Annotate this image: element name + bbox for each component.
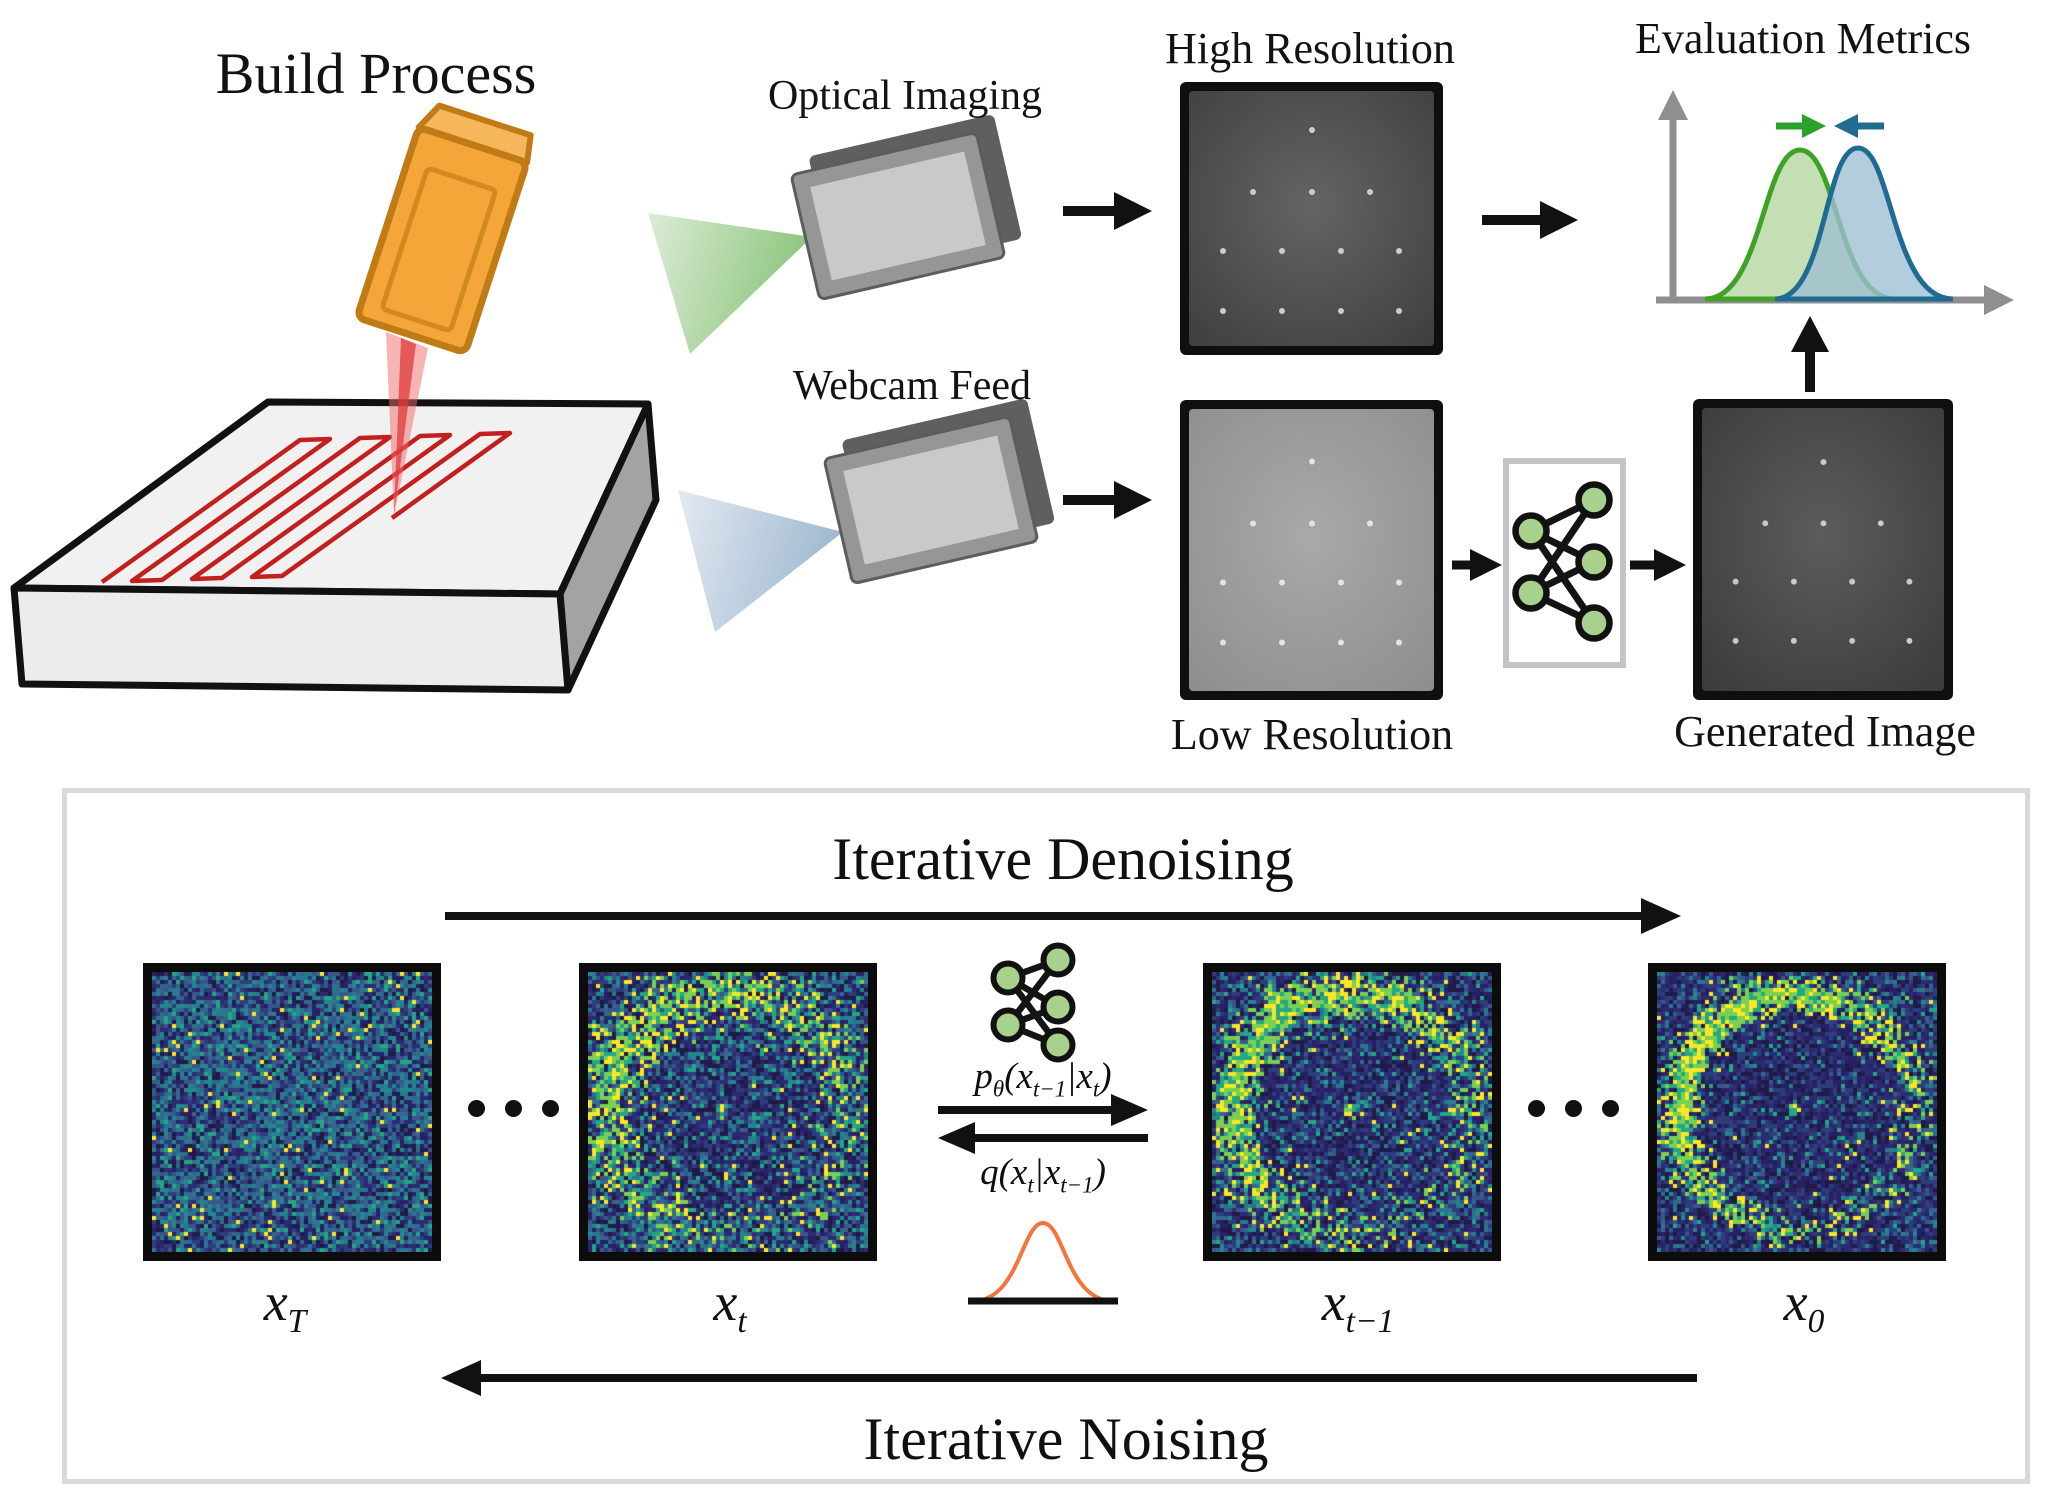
high-resolution-image (1180, 82, 1443, 355)
webcam-camera-icon (821, 398, 1059, 584)
noising-arrow (441, 1360, 1697, 1396)
build-process-label: Build Process (216, 44, 537, 105)
ellipsis-dot (1528, 1100, 1545, 1117)
arrow-nn-to-generated (1630, 549, 1686, 581)
arrow-lowres-to-nn (1452, 549, 1502, 581)
ellipsis-dot (1602, 1100, 1619, 1117)
diffusion-image-xt (579, 963, 877, 1261)
denoising-arrow (445, 898, 1681, 934)
diffusion-image-xt-1 (1203, 963, 1501, 1261)
diffusion-panel: Iterative Denoising (62, 788, 2030, 1484)
low-resolution-label: Low Resolution (1171, 712, 1453, 758)
webcam-feed-label: Webcam Feed (793, 364, 1031, 408)
high-resolution-label: High Resolution (1165, 26, 1455, 72)
state-label-xt-1: xt−1 (1322, 1271, 1395, 1341)
low-resolution-image (1180, 400, 1443, 700)
metrics-plot (1656, 90, 2014, 315)
state-label-x0: x0 (1784, 1271, 1825, 1341)
optical-light-cone (648, 213, 812, 354)
generated-image-label: Generated Image (1674, 709, 1976, 755)
nn-icon (994, 946, 1073, 1060)
laser-head-icon (357, 102, 536, 353)
ellipsis-dot (468, 1100, 485, 1117)
state-label-xt: xt (713, 1271, 746, 1341)
diffusion-image-x0 (1648, 963, 1946, 1261)
optical-camera-icon (788, 114, 1026, 300)
gaussian-curve-icon (968, 1223, 1118, 1301)
blue-shift-arrow (1834, 114, 1884, 138)
optical-imaging-label: Optical Imaging (768, 74, 1042, 118)
webcam-light-cone (678, 490, 843, 632)
ellipsis-dot (505, 1100, 522, 1117)
forward-process-formula: q(xt|xt−1) (980, 1151, 1106, 1198)
arrow-optical-to-highres (1063, 192, 1152, 230)
reverse-process-formula: pθ(xt−1|xt) (974, 1055, 1111, 1102)
ellipsis-dot (1565, 1100, 1582, 1117)
arrow-highres-to-metrics (1482, 201, 1578, 239)
evaluation-metrics-label: Evaluation Metrics (1635, 16, 1971, 62)
arrow-generated-to-metrics (1791, 316, 1829, 392)
generated-image (1693, 399, 1953, 700)
forward-step-arrow (938, 1122, 1148, 1154)
arrow-webcam-to-lowres (1063, 481, 1152, 519)
green-shift-arrow (1776, 114, 1826, 138)
nn-icon-box (1506, 461, 1623, 665)
state-label-xT: xT (264, 1271, 307, 1341)
ellipsis-dot (542, 1100, 559, 1117)
build-plate (14, 402, 656, 690)
iterative-noising-title: Iterative Noising (864, 1405, 1269, 1474)
diffusion-image-xT (143, 963, 441, 1261)
